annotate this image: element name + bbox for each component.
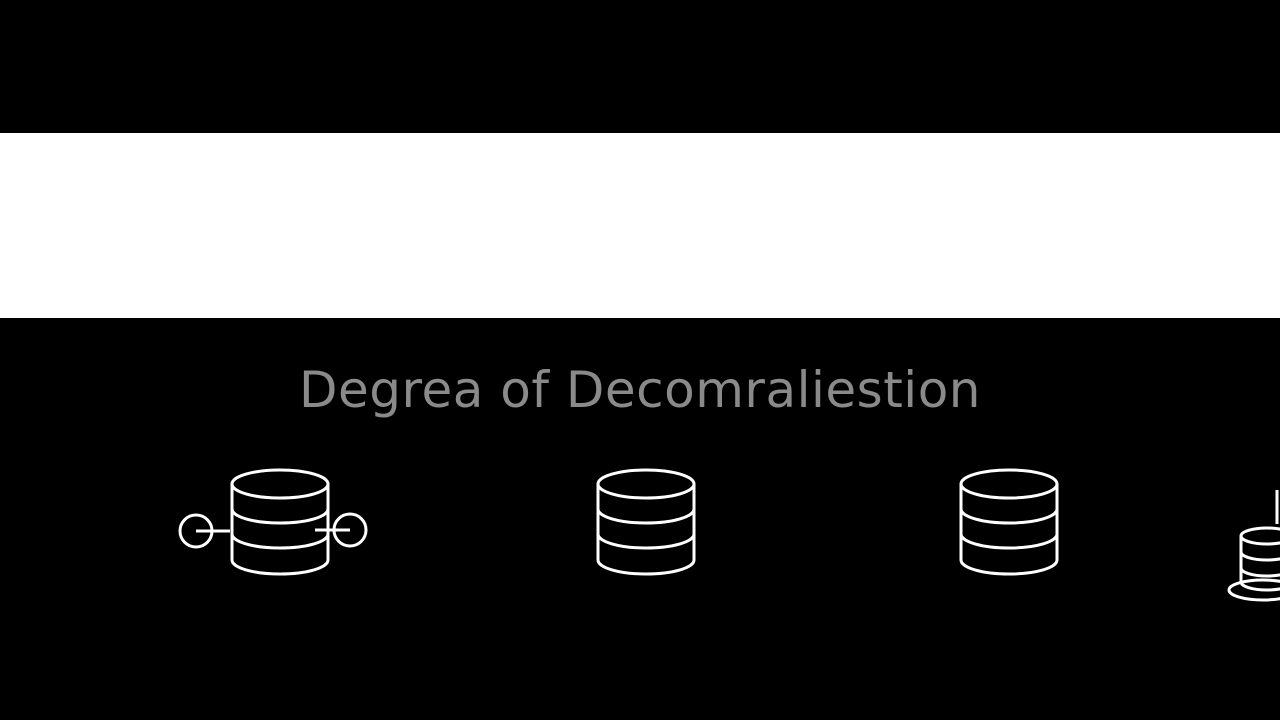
- white-banner: [0, 133, 1280, 318]
- database-icon: [596, 468, 696, 576]
- database-node-2: [526, 462, 766, 642]
- database-node-3: [889, 462, 1129, 642]
- database-node-1: [160, 462, 400, 642]
- slide-title: Degrea of Decomraliestion: [299, 361, 981, 419]
- database-node-4: [1215, 462, 1280, 642]
- database-with-connectors-icon: [178, 468, 368, 576]
- database-icon: [959, 468, 1059, 576]
- top-black-bar: [0, 0, 1280, 133]
- database-icon: [1227, 490, 1280, 602]
